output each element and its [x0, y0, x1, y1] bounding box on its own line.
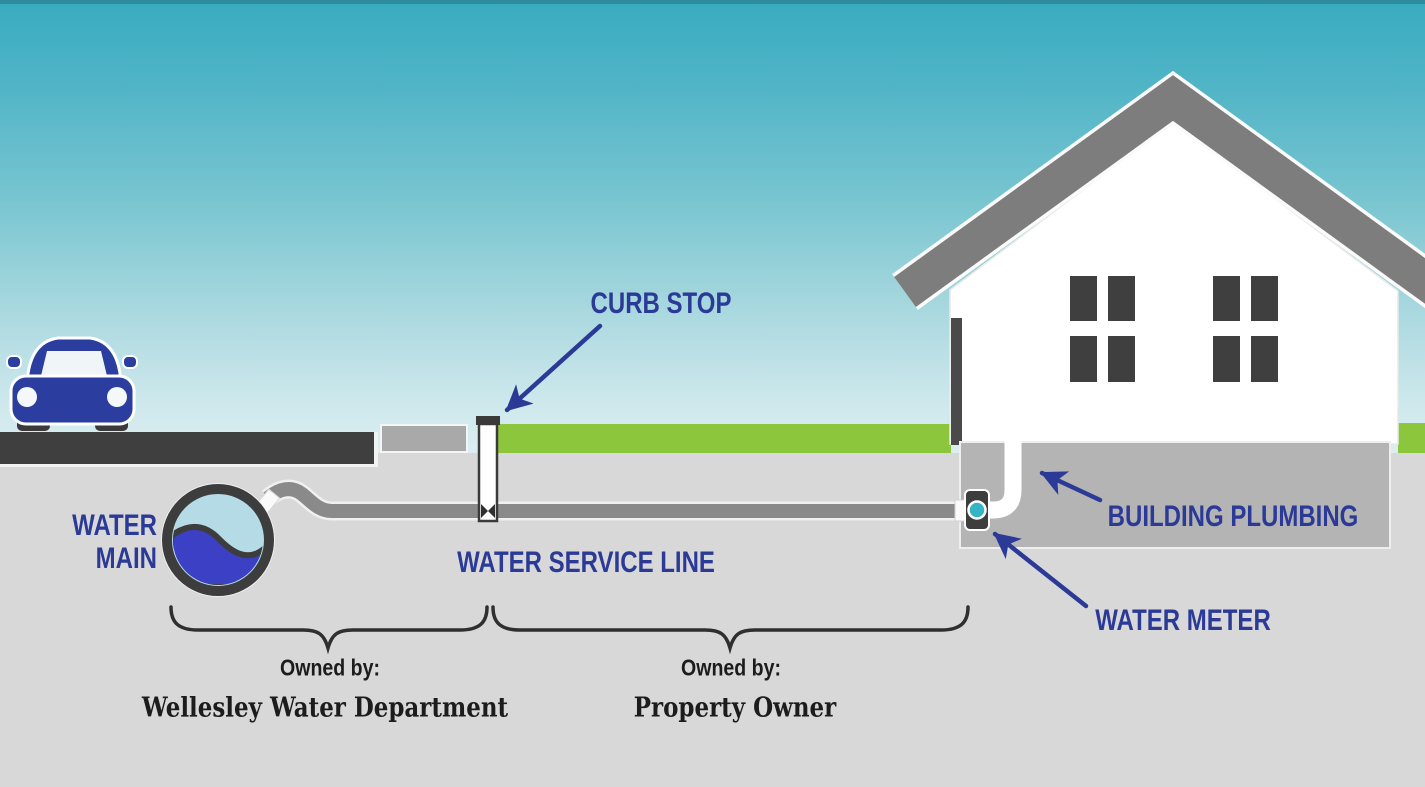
water-meter-label: WATER METER: [1095, 604, 1271, 637]
water-service-line-pipe: [247, 479, 957, 524]
left-window: [1070, 276, 1135, 382]
grass: [498, 423, 1425, 453]
owner-name-property-owner: Property Owner: [633, 692, 837, 724]
water-service-line-label: WATER SERVICE LINE: [457, 546, 715, 579]
right-window: [1213, 276, 1278, 382]
building-plumbing-label: BUILDING PLUMBING: [1107, 500, 1359, 533]
water-main-icon: [161, 483, 275, 597]
water-main-label: WATER MAIN: [72, 509, 157, 575]
owner-name-water-department: Wellesley Water Department: [141, 692, 509, 724]
curb-stop-label: CURB STOP: [590, 287, 732, 320]
water-meter-icon: [964, 489, 990, 531]
road: [0, 432, 378, 467]
car-icon: [6, 336, 138, 431]
curb-stop-arrow-icon: [504, 323, 603, 413]
owned-by-label-water-department: Owned by:: [280, 654, 380, 681]
sky-top-border: [0, 0, 1425, 4]
water-main-label-line1: WATER: [72, 509, 157, 542]
water-meter-arrow-icon: [992, 531, 1089, 609]
house-icon: [892, 70, 1425, 445]
water-main-label-line2: MAIN: [95, 542, 157, 575]
building-plumbing-arrow-icon: [1039, 470, 1103, 503]
brace-water-department: [169, 605, 489, 655]
downspout: [951, 318, 962, 445]
building-plumbing-pipe-icon: [986, 441, 1022, 519]
roof: [894, 75, 1425, 307]
sidewalk-curb: [380, 424, 468, 453]
brace-property-owner: [491, 605, 970, 655]
owned-by-label-property-owner: Owned by:: [681, 654, 781, 681]
house-wall: [949, 121, 1399, 445]
curb-stop-icon: [476, 416, 500, 523]
foundation: [959, 441, 1391, 549]
